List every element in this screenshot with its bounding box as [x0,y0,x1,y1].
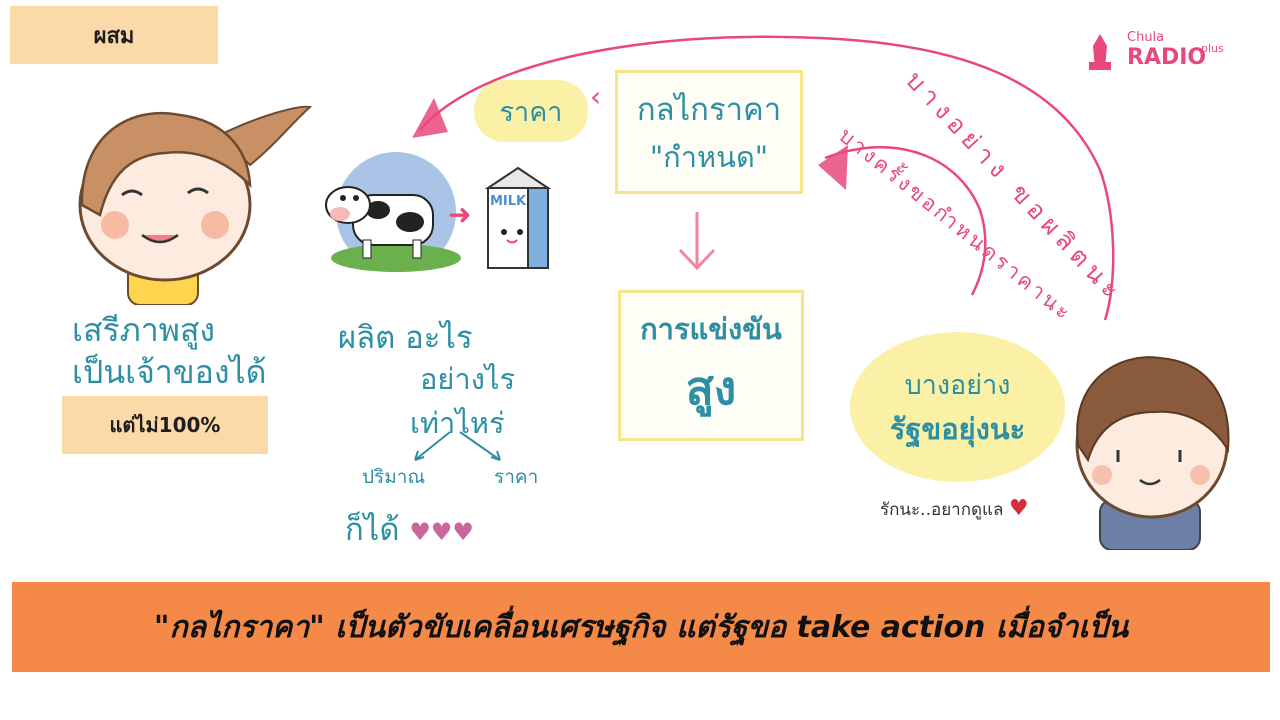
cow-illustration [325,152,461,272]
can-do-text: ก็ได้ [345,512,400,548]
milk-carton-illustration [484,166,552,269]
price-bubble-text: ราคา [499,96,563,128]
how-text: อย่างไร [420,362,516,396]
heart-icon: ♥ [1008,496,1029,521]
chula-radio-logo: Chula RADIO plus [1085,30,1235,78]
hearts-icon: ♥♥♥ [409,518,474,546]
competition-box: การแข่งขัน สูง [618,290,804,441]
produce-what-text: ผลิต อะไร [338,320,473,356]
freedom-text: เสรีภาพสูง [72,311,215,349]
arrow-left-icon: ‹ [590,80,602,113]
determine-text: "กำหนด" [649,140,769,174]
price-mechanism-box: กลไกราคา "กำหนด" [615,70,803,194]
arrow-down-icon [678,212,716,271]
logo-small-text: Chula [1127,30,1165,45]
price-mechanism-title: กลไกราคา [636,92,782,128]
curved-arrows [412,35,1115,321]
mixed-label-text: ผสม [93,23,135,49]
boy-illustration [1075,356,1230,550]
girl-illustration [78,105,313,305]
love-caption-text: รักนะ..อยากดูแล [880,500,1004,520]
milk-label: MILK [490,194,527,209]
not-100-label: แต่ไม่100% [62,396,268,454]
state-speech-bubble: บางอย่าง รัฐขอยุ่งนะ [850,332,1065,482]
left-text: เสรีภาพสูง เป็นเจ้าของได้ [72,310,266,393]
can-do-row: ก็ได้ ♥♥♥ [345,504,474,554]
chula-emblem-icon [1089,34,1111,70]
how-much-text: เท่าไหร่ [410,406,505,440]
love-caption: รักนะ..อยากดูแล ♥ [880,496,1029,523]
competition-title: การแข่งขัน [640,312,782,346]
logo-big-text: RADIO [1127,45,1207,70]
state-interfere-text: รัฐขอยุ่งนะ [889,411,1026,446]
logo-plus-text: plus [1201,42,1224,55]
arrow-right-icon: ➜ [448,198,472,231]
speech-line-1: บางอย่าง [904,369,1011,401]
quantity-text: ปริมาณ [362,466,426,488]
mixed-label: ผสม [10,6,218,64]
not-100-text: แต่ไม่100% [109,413,221,437]
summary-banner-text: "กลไกราคา" เป็นตัวขับเคลื่อนเศรษฐกิจ แต่… [153,609,1129,645]
ownership-text: เป็นเจ้าของได้ [72,352,267,391]
price-branch-text: ราคา [494,466,539,488]
high-text: สูง [685,361,737,415]
branch-arrows [414,431,501,461]
price-bubble: ราคา [474,80,588,142]
summary-banner: "กลไกราคา" เป็นตัวขับเคลื่อนเศรษฐกิจ แต่… [12,582,1270,672]
